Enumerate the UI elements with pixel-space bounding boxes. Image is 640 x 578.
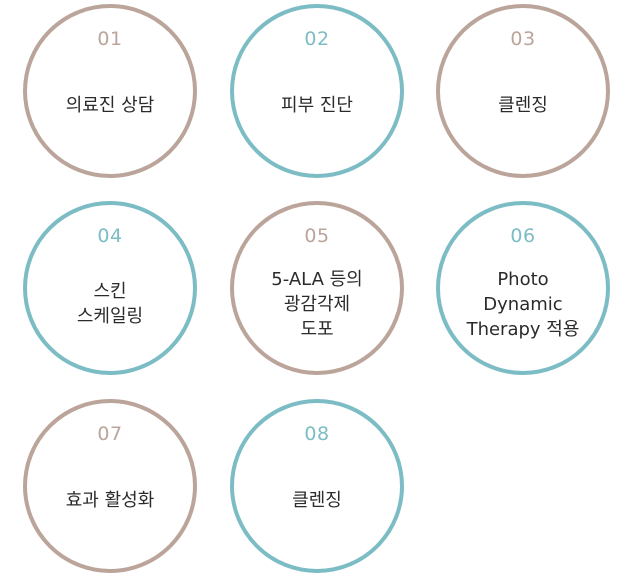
step-label-line: 도포 xyxy=(300,318,334,340)
step-label: 스킨 스케일링 xyxy=(77,237,143,371)
step-number: 08 xyxy=(304,423,330,445)
step-label-line: 클렌징 xyxy=(498,94,548,116)
step-08-circle: 08 클렌징 xyxy=(230,399,404,573)
step-number: 03 xyxy=(510,28,536,50)
step-label-line: Dynamic xyxy=(483,293,563,315)
step-04-circle: 04 스킨 스케일링 xyxy=(23,201,197,375)
step-label-line: Photo xyxy=(497,268,549,290)
step-label-line: 스케일링 xyxy=(76,306,144,327)
step-07-circle: 07 효과 활성화 xyxy=(23,399,197,573)
step-label-line: 효과 활성화 xyxy=(65,489,155,511)
step-number: 07 xyxy=(97,423,123,445)
step-label: 클렌징 xyxy=(292,431,342,569)
step-03-circle: 03 클렌징 xyxy=(436,4,610,178)
step-label: 의료진 상담 xyxy=(66,36,155,174)
step-label: 5-ALA 등의 광감각제 도포 xyxy=(271,237,362,371)
step-01-circle: 01 의료진 상담 xyxy=(23,4,197,178)
step-label-line: 스킨 xyxy=(93,281,127,302)
step-label-line: 피부 진단 xyxy=(281,94,353,116)
step-label: Photo Dynamic Therapy 적용 xyxy=(467,237,580,371)
step-label-line: 5-ALA 등의 xyxy=(271,268,363,290)
step-label: 피부 진단 xyxy=(281,36,353,174)
step-label: 클렌징 xyxy=(498,36,548,174)
step-number: 01 xyxy=(97,28,123,50)
step-number: 04 xyxy=(97,225,123,247)
step-number: 02 xyxy=(304,28,330,50)
step-label: 효과 활성화 xyxy=(66,431,155,569)
step-label-line: 광감각제 xyxy=(283,293,351,315)
step-02-circle: 02 피부 진단 xyxy=(230,4,404,178)
step-number: 06 xyxy=(510,225,536,247)
step-label-line: 클렌징 xyxy=(292,489,342,511)
step-number: 05 xyxy=(304,225,330,247)
step-06-circle: 06 Photo Dynamic Therapy 적용 xyxy=(436,201,610,375)
step-label-line: Therapy 적용 xyxy=(466,318,580,340)
step-05-circle: 05 5-ALA 등의 광감각제 도포 xyxy=(230,201,404,375)
step-label-line: 의료진 상담 xyxy=(65,94,155,116)
